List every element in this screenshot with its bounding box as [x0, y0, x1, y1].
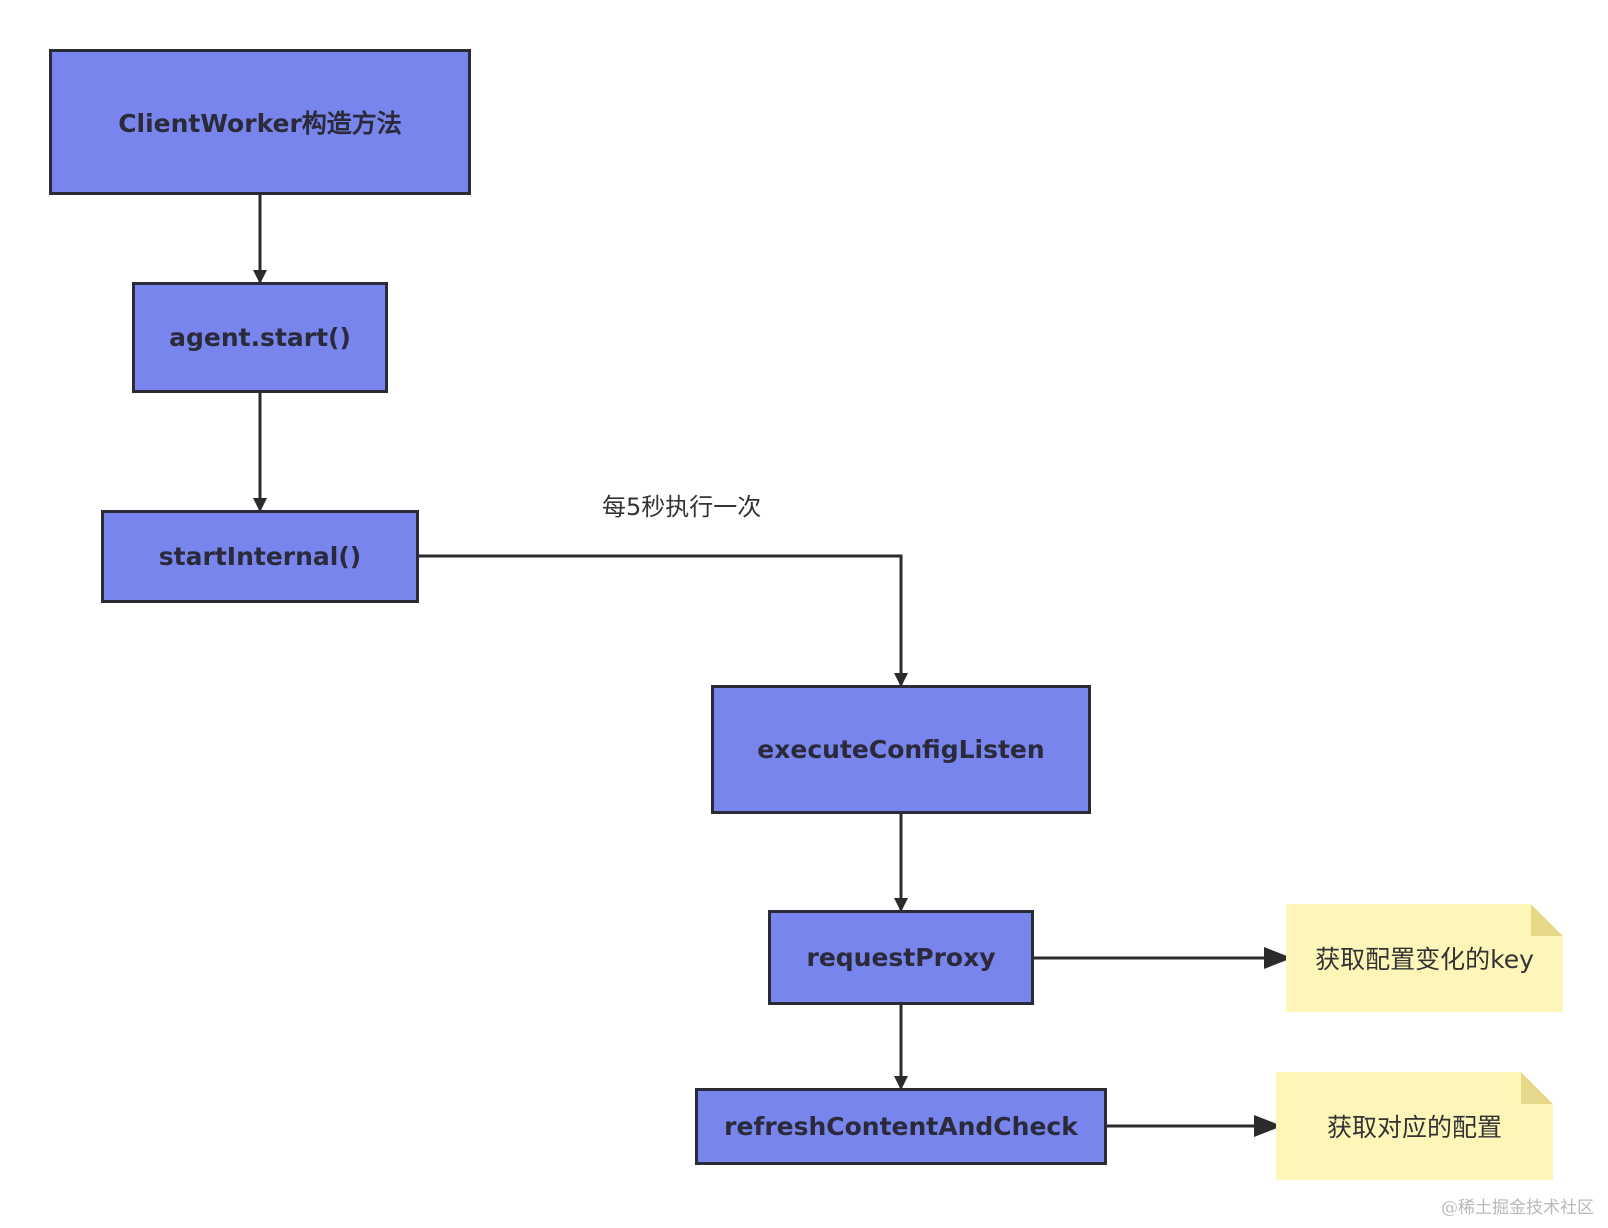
node-execute-config-listen[interactable]: executeConfigListen [711, 685, 1091, 814]
node-client-worker-label: ClientWorker构造方法 [118, 109, 402, 138]
node-agent-start[interactable]: agent.start() [132, 282, 388, 393]
node-request-proxy-label: requestProxy [806, 943, 996, 972]
edge-startinternal-to-executeconfiglisten [419, 554, 908, 687]
node-start-internal[interactable]: startInternal() [101, 510, 419, 603]
note-changed-keys-label: 获取配置变化的key [1315, 945, 1534, 974]
watermark: @稀土掘金技术社区 [1441, 1198, 1594, 1218]
node-execute-config-listen-label: executeConfigListen [757, 735, 1045, 764]
edge-label-every-5s: 每5秒执行一次 [602, 493, 762, 521]
node-agent-start-label: agent.start() [169, 323, 351, 352]
node-client-worker[interactable]: ClientWorker构造方法 [49, 49, 471, 195]
node-refresh-content-and-check[interactable]: refreshContentAndCheck [695, 1088, 1107, 1165]
node-request-proxy[interactable]: requestProxy [768, 910, 1034, 1005]
note-changed-keys: 获取配置变化的key [1286, 904, 1563, 1012]
note-get-config: 获取对应的配置 [1276, 1072, 1553, 1180]
node-start-internal-label: startInternal() [158, 542, 362, 571]
node-refresh-content-and-check-label: refreshContentAndCheck [724, 1112, 1078, 1141]
note-get-config-label: 获取对应的配置 [1326, 1113, 1502, 1142]
